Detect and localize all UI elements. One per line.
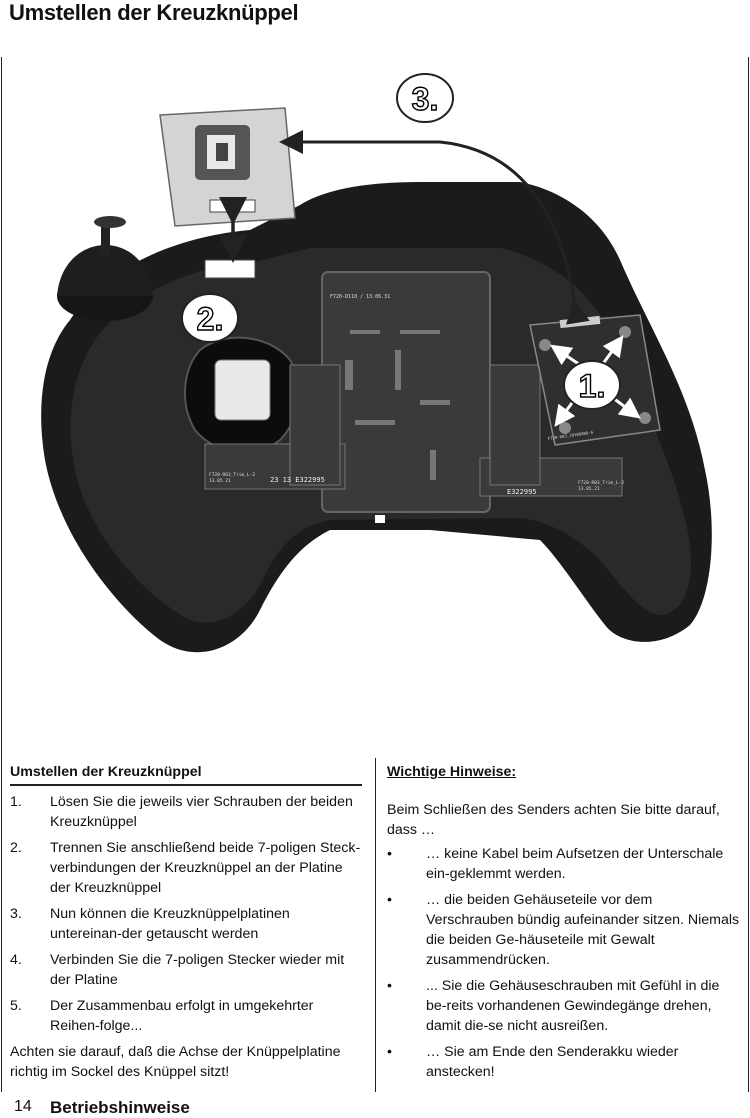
bullet-marker: •	[387, 846, 392, 862]
step-number: 1.	[10, 793, 22, 810]
step-text: Lösen Sie die jeweils vier Schrauben der…	[50, 793, 353, 830]
step-item: 3. Nun können die Kreuzknüppelplatinen un…	[10, 904, 362, 944]
right-pcb-label: F720-R03_Trim_L-2	[578, 480, 624, 486]
bullet-marker: •	[387, 1044, 392, 1060]
left-frame-line	[1, 57, 2, 1092]
bullet-marker: •	[387, 978, 392, 994]
instructions-column: Umstellen der Kreuzknüppel 1. Lösen Sie d…	[10, 762, 362, 1082]
gimbal-board-label: F720-R03_JOYBOARD-A	[547, 430, 594, 441]
instructions-heading: Umstellen der Kreuzknüppel	[10, 764, 202, 780]
step-number: 4.	[10, 951, 22, 968]
step-item: 2. Trennen Sie anschließend beide 7-polig…	[10, 838, 362, 898]
column-divider	[375, 758, 376, 1092]
arrow-3	[279, 130, 590, 325]
right-frame-line	[748, 57, 749, 1092]
notes-heading: Wichtige Hinweise:	[387, 764, 517, 780]
callout-1-label: 1.	[579, 368, 606, 404]
right-pcb-date: 13.05.21	[578, 486, 600, 492]
step-number: 5.	[10, 997, 22, 1014]
note-item: • … die beiden Gehäuseteile vor dem Versc…	[387, 890, 742, 970]
step-item: 1. Lösen Sie die jeweils vier Schrauben d…	[10, 792, 362, 832]
left-pcb-code: 23 13 E322995	[270, 476, 325, 484]
step-number: 2.	[10, 839, 22, 856]
page-title: Umstellen der Kreuzknüppel	[9, 0, 299, 25]
note-text: … die beiden Gehäuseteile vor dem Versch…	[426, 892, 740, 968]
page-number: 14	[14, 1098, 32, 1115]
callout-3: 3.	[396, 73, 454, 123]
axis-note: Achten sie darauf, daß die Achse der Knü…	[10, 1043, 341, 1080]
note-item: • … keine Kabel beim Aufsetzen der Unters…	[387, 844, 742, 884]
joystick-stick	[57, 216, 153, 321]
transmitter-photo: F720-D110 / 13.06.31 F720-R03_Trim_L-2 1…	[41, 73, 712, 653]
note-item: • … Sie am Ende den Senderakku wieder ans…	[387, 1042, 742, 1082]
callout-2-label: 2.	[197, 301, 224, 337]
left-pcb-date: 13.05.21	[209, 478, 231, 484]
bullet-marker: •	[387, 892, 392, 908]
note-item: • ... Sie die Gehäuseschrauben mit Gefühl…	[387, 976, 742, 1036]
step-text: Nun können die Kreuzknüppelplatinen unte…	[50, 905, 290, 942]
step-number: 3.	[10, 905, 22, 922]
footer-section-label: Betriebshinweise	[50, 1098, 190, 1117]
main-pcb-label: F720-D110 / 13.06.31	[330, 294, 390, 300]
callout-2: 2.	[181, 293, 239, 343]
note-text: ... Sie die Gehäuseschrauben mit Gefühl …	[426, 978, 720, 1034]
step-item: 4. Verbinden Sie die 7-poligen Stecker wi…	[10, 950, 362, 990]
notes-column: Wichtige Hinweise: Beim Schließen des Se…	[387, 762, 742, 1088]
callout-1: 1.	[563, 360, 621, 410]
note-text: … keine Kabel beim Aufsetzen der Untersc…	[426, 846, 724, 882]
notes-list: • … keine Kabel beim Aufsetzen der Unters…	[387, 844, 742, 1082]
step-text: Trennen Sie anschließend beide 7-poligen…	[50, 839, 361, 896]
main-pcb	[321, 271, 491, 513]
right-pcb-code: E322995	[507, 488, 537, 496]
callout-3-label: 3.	[412, 81, 439, 117]
step-item: 5. Der Zusammenbau erfolgt in umgekehrter…	[10, 996, 362, 1036]
steps-list: 1. Lösen Sie die jeweils vier Schrauben d…	[10, 792, 362, 1036]
step-text: Verbinden Sie die 7-poligen Stecker wied…	[50, 951, 345, 988]
heading-rule	[10, 784, 362, 786]
notes-intro: Beim Schließen des Senders achten Sie bi…	[387, 802, 720, 838]
note-text: … Sie am Ende den Senderakku wieder anst…	[426, 1044, 679, 1080]
step-text: Der Zusammenbau erfolgt in umgekehrter R…	[50, 997, 314, 1034]
left-pcb-label: F720-R03_Trim_L-2	[209, 472, 255, 478]
